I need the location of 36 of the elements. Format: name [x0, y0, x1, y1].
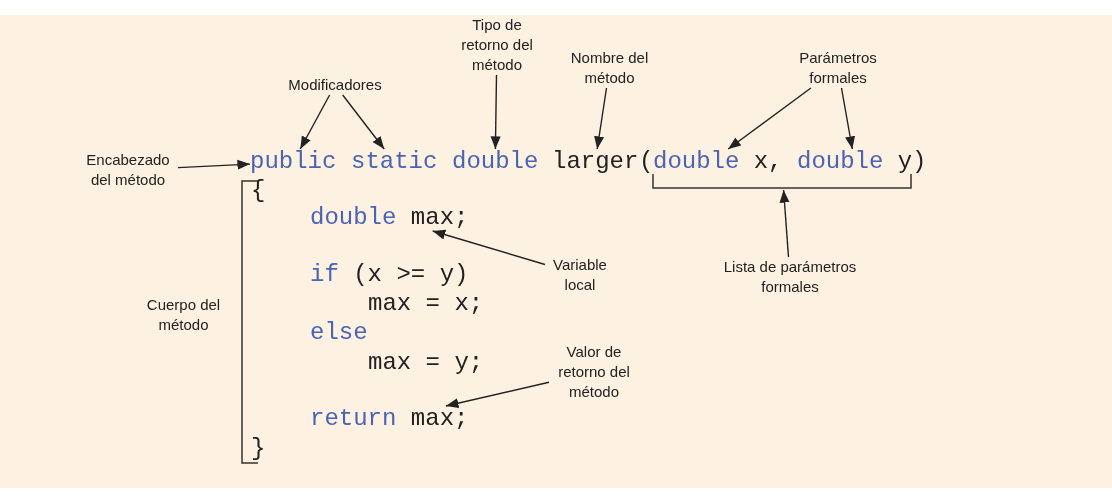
code-text: return max;	[310, 406, 469, 432]
callout-label: Encabezado del método	[78, 150, 178, 190]
code-text: max = y;	[368, 350, 484, 376]
code-text: if (x >= y)	[310, 262, 469, 288]
code-text: max = x;	[368, 291, 484, 317]
arrow	[177, 159, 251, 170]
arrow	[490, 74, 501, 150]
code-punctuation: ,	[768, 149, 783, 175]
callout-label: Parámetros formales	[788, 48, 888, 88]
code-brace: }	[251, 436, 266, 462]
bracket-caption: Cuerpo del método	[145, 295, 222, 335]
callout-label: Variable local	[545, 255, 615, 295]
code-text: double max;	[310, 205, 469, 231]
arrow	[445, 381, 550, 409]
code-brace: {	[251, 178, 266, 204]
code-punctuation: )	[912, 149, 927, 175]
code-text: double x	[653, 149, 769, 175]
code-text: double	[452, 149, 539, 175]
arrow	[594, 87, 608, 150]
code-text: else	[310, 320, 368, 346]
code-punctuation: (	[639, 149, 654, 175]
callout-label: Lista de parámetros formales	[705, 257, 875, 297]
code-text: static	[351, 149, 438, 175]
arrow	[779, 189, 790, 258]
arrow	[840, 87, 856, 150]
arrow	[342, 94, 385, 150]
arrow	[432, 229, 546, 266]
arrow	[727, 87, 812, 150]
callout-label: Modificadores	[285, 75, 385, 95]
code-text: larger	[552, 149, 639, 175]
callout-label: Valor de retorno del método	[549, 342, 639, 402]
callout-label: Tipo de retorno del método	[452, 15, 542, 75]
code-text: double y	[797, 149, 913, 175]
code-text: public	[250, 149, 337, 175]
arrow	[299, 94, 331, 150]
callout-label: Nombre del método	[562, 48, 657, 88]
